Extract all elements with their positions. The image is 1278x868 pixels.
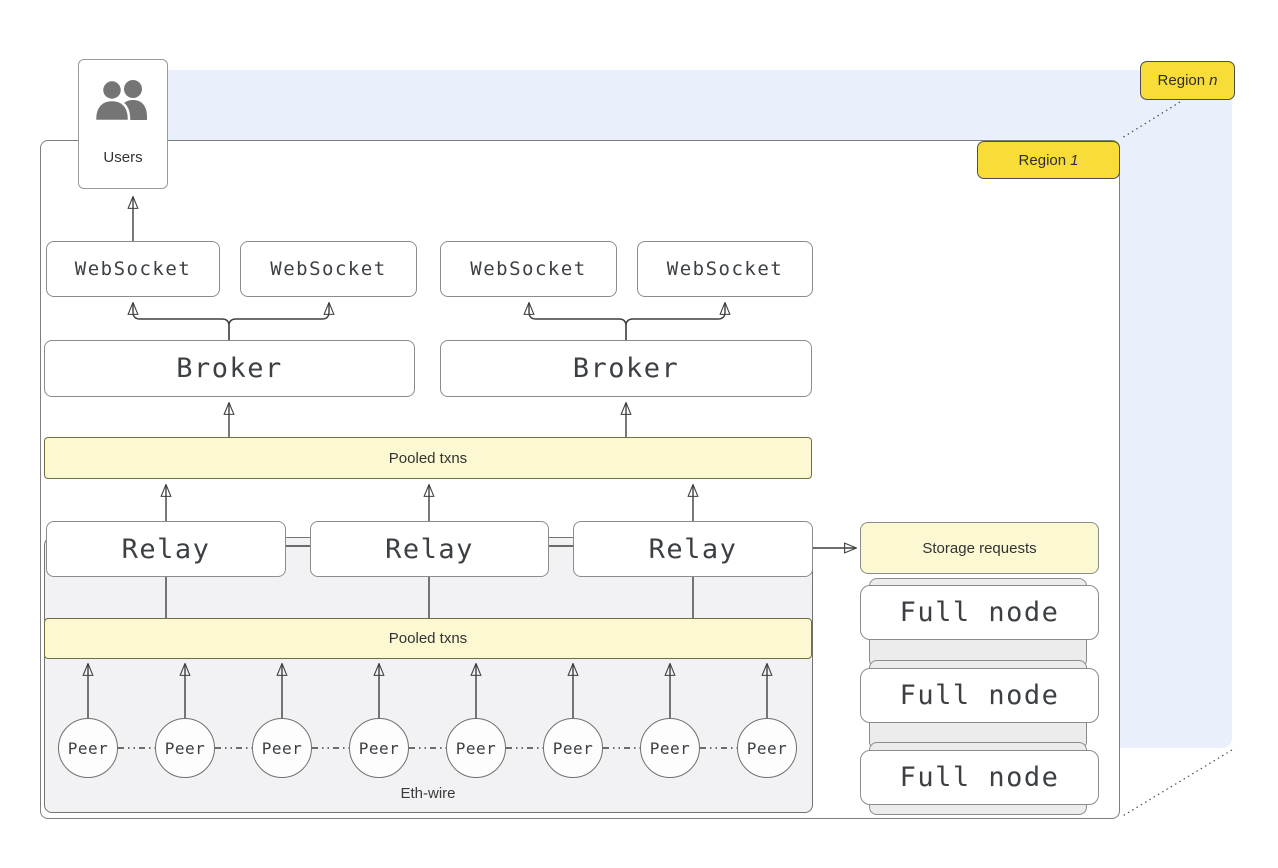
relay-node-1: Relay — [46, 521, 286, 577]
peer-label: Peer — [164, 738, 206, 758]
peer-label: Peer — [358, 738, 400, 758]
relay-label: Relay — [385, 533, 474, 565]
broker-node-2: Broker — [440, 340, 812, 397]
broker-label: Broker — [176, 353, 283, 384]
peer-node-1: Peer — [58, 718, 118, 778]
users-node: Users — [78, 59, 168, 189]
websocket-node-4: WebSocket — [637, 241, 813, 297]
peer-label: Peer — [746, 738, 788, 758]
users-icon — [91, 76, 155, 135]
peer-node-8: Peer — [737, 718, 797, 778]
websocket-node-3: WebSocket — [440, 241, 617, 297]
full-node-3: Full node — [860, 750, 1099, 805]
pooled-txns-label: Pooled txns — [388, 630, 468, 647]
full-node-label: Full node — [899, 762, 1060, 793]
websocket-node-1: WebSocket — [46, 241, 220, 297]
eth-wire-label: Eth-wire — [400, 785, 456, 802]
websocket-label: WebSocket — [666, 258, 784, 280]
peer-label: Peer — [455, 738, 497, 758]
region-n-label: Region — [1157, 72, 1206, 89]
peer-label: Peer — [67, 738, 109, 758]
region-n-index: n — [1209, 72, 1218, 89]
peer-node-6: Peer — [543, 718, 603, 778]
websocket-label: WebSocket — [270, 258, 387, 280]
full-node-label: Full node — [899, 597, 1060, 628]
users-label: Users — [103, 149, 143, 166]
broker-node-1: Broker — [44, 340, 415, 397]
eth-wire-container — [44, 537, 813, 813]
pooled-txns-bar-bottom: Pooled txns — [44, 618, 812, 659]
peer-label: Peer — [552, 738, 594, 758]
peer-node-3: Peer — [252, 718, 312, 778]
region-1-index: 1 — [1070, 151, 1079, 169]
relay-node-3: Relay — [573, 521, 813, 577]
peer-node-2: Peer — [155, 718, 215, 778]
region-n-badge: Region n — [1140, 61, 1235, 100]
full-node-2: Full node — [860, 668, 1099, 723]
peer-node-7: Peer — [640, 718, 700, 778]
relay-label: Relay — [648, 533, 738, 565]
peer-node-4: Peer — [349, 718, 409, 778]
websocket-label: WebSocket — [74, 258, 192, 280]
peer-node-5: Peer — [446, 718, 506, 778]
storage-requests-node: Storage requests — [860, 522, 1099, 574]
storage-requests-label: Storage requests — [922, 539, 1037, 557]
pooled-txns-bar-top: Pooled txns — [44, 437, 812, 479]
websocket-label: WebSocket — [470, 258, 587, 280]
relay-label: Relay — [121, 533, 211, 565]
full-node-label: Full node — [899, 680, 1060, 711]
full-node-1: Full node — [860, 585, 1099, 640]
region-1-label: Region — [1018, 151, 1067, 169]
peer-label: Peer — [261, 738, 303, 758]
peer-label: Peer — [649, 738, 691, 758]
pooled-txns-label: Pooled txns — [388, 449, 468, 467]
broker-label: Broker — [572, 353, 680, 384]
region-1-badge: Region 1 — [977, 141, 1120, 179]
websocket-node-2: WebSocket — [240, 241, 417, 297]
relay-node-2: Relay — [310, 521, 549, 577]
